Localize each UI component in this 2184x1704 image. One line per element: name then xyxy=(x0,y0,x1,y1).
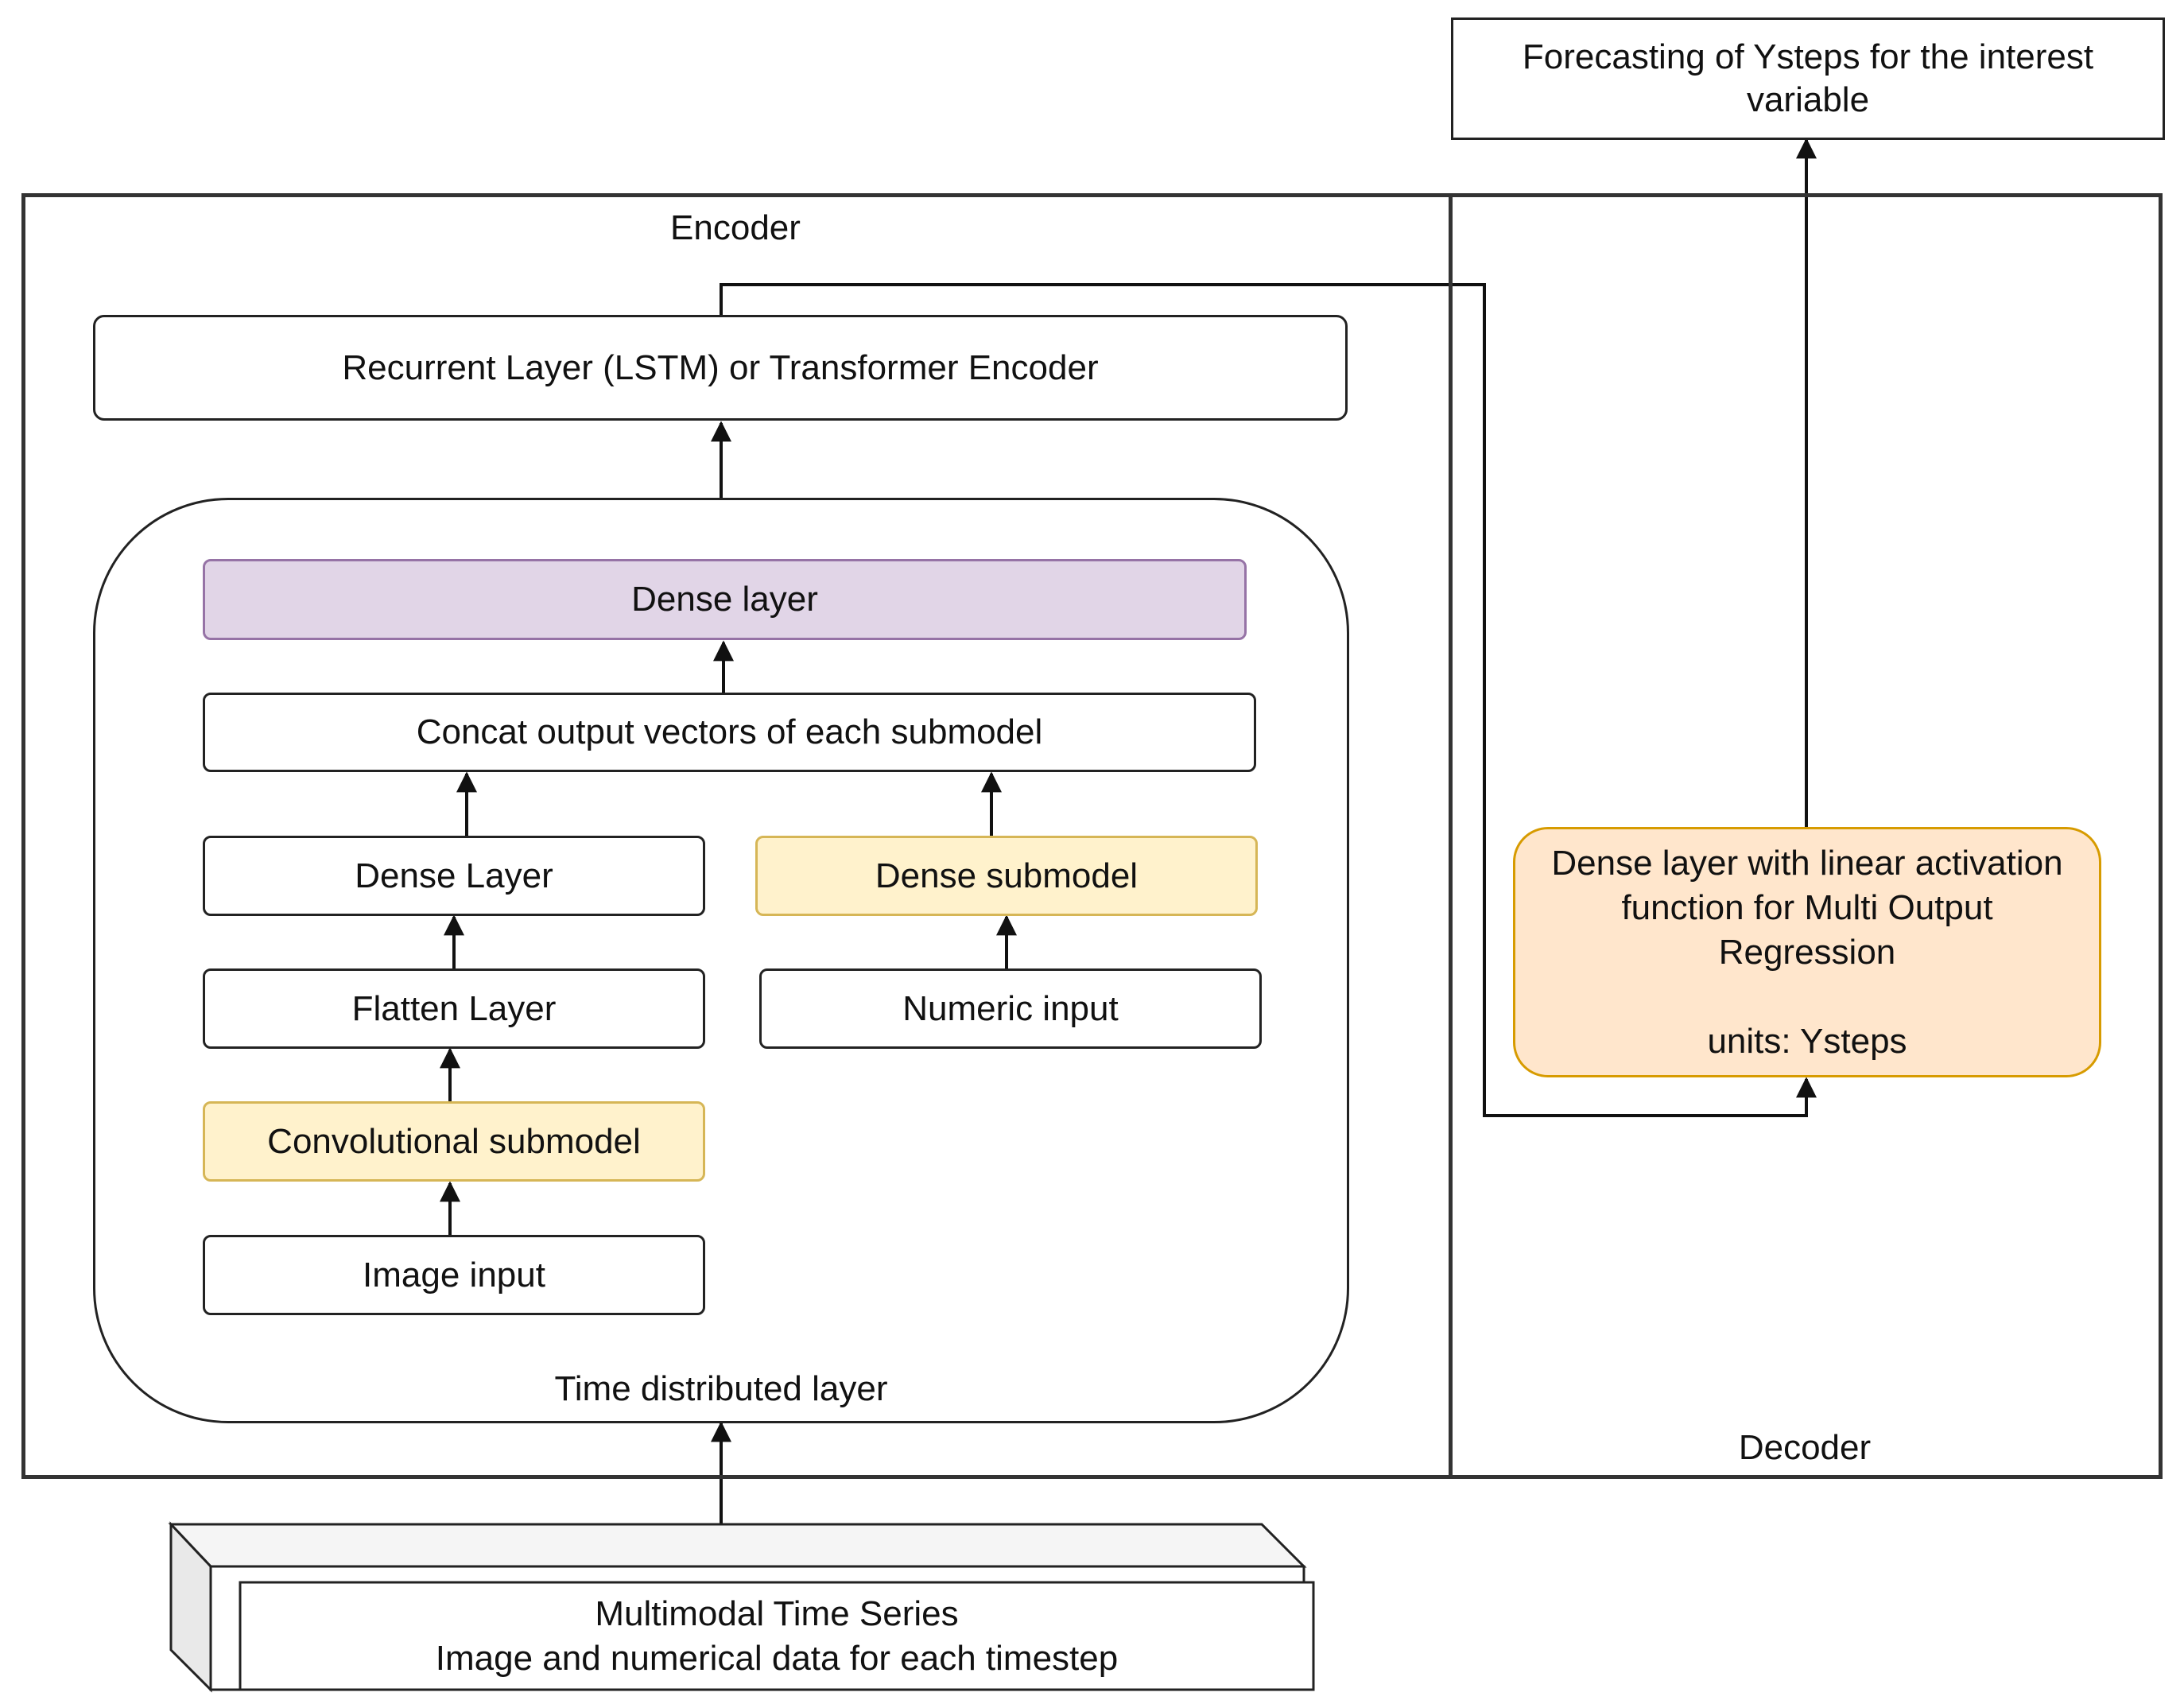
input-label-line1: Multimodal Time Series xyxy=(595,1593,959,1633)
decoder-dense-line2: function for Multi Output xyxy=(1621,887,1993,927)
conv-submodel-label: Convolutional submodel xyxy=(267,1121,641,1161)
numeric-input-box: Numeric input xyxy=(759,968,1262,1049)
image-input-box: Image input xyxy=(203,1235,705,1315)
encoder-label: Encoder xyxy=(670,208,801,247)
forecast-output-box: Forecasting of Ysteps for the interest v… xyxy=(1451,17,2165,140)
recurrent-layer-box: Recurrent Layer (LSTM) or Transformer En… xyxy=(93,315,1348,421)
conv-submodel-box: Convolutional submodel xyxy=(203,1101,705,1182)
decoder-frame xyxy=(1449,193,2163,1479)
dense-layer-left-label: Dense Layer xyxy=(355,856,553,895)
flatten-layer-box: Flatten Layer xyxy=(203,968,705,1049)
recurrent-layer-label: Recurrent Layer (LSTM) or Transformer En… xyxy=(342,347,1099,387)
decoder-dense-box: Dense layer with linear activation funct… xyxy=(1513,827,2101,1077)
time-distributed-label: Time distributed layer xyxy=(554,1369,888,1408)
forecast-output-label: Forecasting of Ysteps for the interest v… xyxy=(1522,37,2094,119)
flatten-layer-label: Flatten Layer xyxy=(351,988,557,1028)
concat-label: Concat output vectors of each submodel xyxy=(416,712,1043,751)
input-label-box: Multimodal Time Series Image and numeric… xyxy=(240,1582,1313,1690)
numeric-input-label: Numeric input xyxy=(902,988,1119,1028)
decoder-dense-line1: Dense layer with linear activation xyxy=(1551,843,2063,883)
arrow-encoder-to-decoder xyxy=(720,283,1817,1117)
image-input-label: Image input xyxy=(363,1255,545,1294)
decoder-dense-line3: Regression xyxy=(1718,932,1896,972)
decoder-label: Decoder xyxy=(1738,1428,1872,1467)
input-cube-top xyxy=(168,1523,1307,1568)
input-cube-front xyxy=(239,1581,1315,1691)
dense-submodel-box: Dense submodel xyxy=(755,836,1258,916)
time-distributed-container xyxy=(93,498,1349,1423)
input-label-line2: Image and numerical data for each timest… xyxy=(435,1638,1119,1678)
concat-box: Concat output vectors of each submodel xyxy=(203,693,1256,772)
dense-layer-top-label: Dense layer xyxy=(631,580,818,619)
dense-submodel-label: Dense submodel xyxy=(875,856,1139,895)
decoder-units-label: units: Ysteps xyxy=(1707,1021,1907,1061)
dense-layer-top-box: Dense layer xyxy=(203,559,1247,640)
dense-layer-left-box: Dense Layer xyxy=(203,836,705,916)
